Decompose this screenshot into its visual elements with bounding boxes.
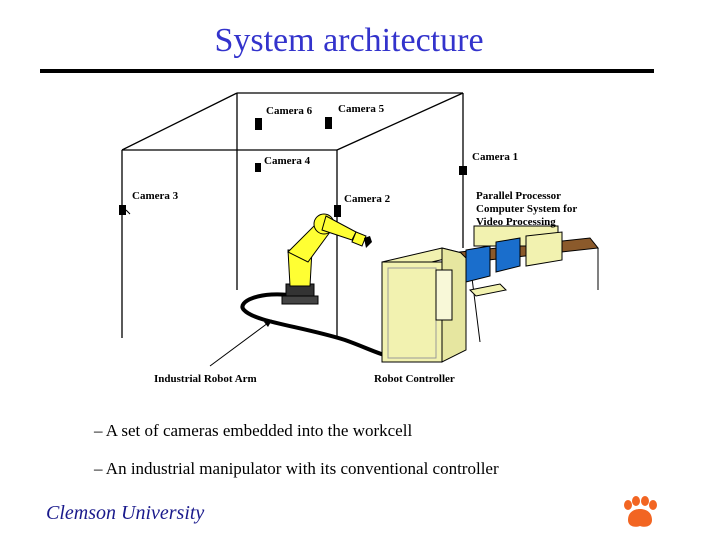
camera6-label: Camera 6 — [266, 105, 313, 117]
camera-icon — [255, 118, 262, 130]
workcell-frame — [121, 92, 464, 338]
processor-label-line2: Computer System for — [476, 203, 577, 215]
bullet-list: – A set of cameras embedded into the wor… — [94, 418, 499, 494]
title-rule — [40, 69, 654, 73]
camera2-label: Camera 2 — [344, 193, 391, 205]
robot-arm-label: Industrial Robot Arm — [154, 373, 257, 385]
robot-arm — [281, 213, 372, 305]
camera3-label: Camera 3 — [132, 190, 179, 202]
robot-controller — [381, 247, 467, 363]
robot-controller-label: Robot Controller — [374, 373, 455, 385]
floor-line — [240, 292, 401, 362]
footer-text: Clemson University — [46, 502, 205, 524]
camera1-label: Camera 1 — [472, 151, 518, 163]
bullet-item: – An industrial manipulator with its con… — [94, 459, 499, 478]
camera-icon — [459, 166, 467, 175]
camera5-label: Camera 5 — [338, 103, 385, 115]
camera-icon — [325, 117, 332, 129]
processor-label-line1: Parallel Processor — [476, 190, 561, 202]
slide-title: System architecture — [214, 22, 484, 59]
clemson-paw-logo — [624, 496, 657, 527]
processor-system — [458, 225, 599, 343]
camera-icon — [334, 205, 341, 217]
bullet-item: – A set of cameras embedded into the wor… — [94, 421, 413, 440]
camera4-label: Camera 4 — [264, 155, 311, 167]
robot-arm-arrow — [209, 319, 273, 367]
processor-label-line3: Video Processing — [476, 216, 556, 228]
camera-icon — [119, 205, 131, 215]
camera-icon — [255, 163, 261, 172]
